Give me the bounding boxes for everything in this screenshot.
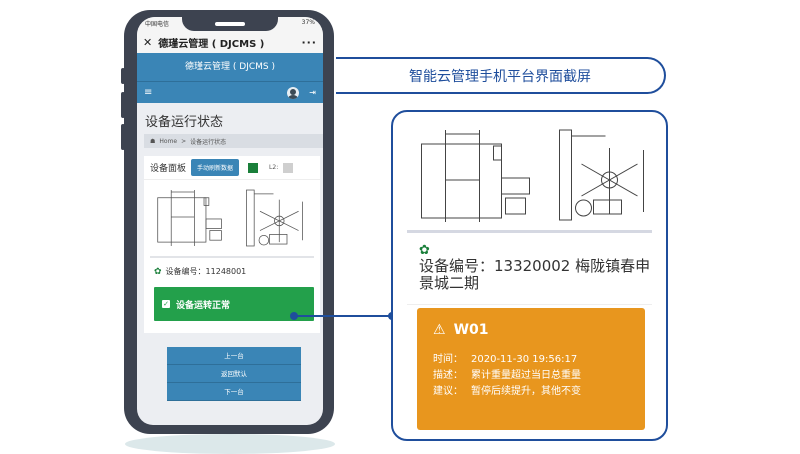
banner-title: 智能云管理手机平台界面截屏: [409, 68, 591, 85]
detail-device-id: ✿ 设备编号：13320002 梅陇镇春申景城二期: [393, 233, 666, 292]
breadcrumb: ☗ Home > 设备运行状态: [144, 134, 323, 148]
device-id: ✿ 设备编号：11248001: [144, 258, 320, 285]
equipment-drawing-large: [409, 124, 650, 224]
desc-value: 累计重量超过当日总重量: [471, 370, 581, 381]
equipment-drawing: [144, 180, 320, 256]
refresh-button[interactable]: 手动刷新数据: [191, 159, 240, 176]
l2-indicator: [283, 162, 294, 173]
phone-frame: 中国电信 37% ✕ 德瑾云管理 ( DJCMS ) ··· 德瑾云管理 ( D…: [121, 10, 334, 434]
app-nav-bar: ≡ ⇥: [137, 81, 323, 103]
status-badge: ✓ 设备运转正常: [154, 287, 314, 321]
panel-header: 设备面板 手动刷新数据 L2:: [144, 156, 320, 180]
reset-default-button[interactable]: 返回默认: [167, 365, 301, 383]
banner: 智能云管理手机平台界面截屏: [336, 57, 666, 94]
connector-line: [294, 315, 394, 317]
carrier-label: 中国电信: [145, 21, 170, 28]
wechat-title: 德瑾云管理 ( DJCMS ): [158, 38, 265, 50]
menu-icon[interactable]: ≡: [144, 87, 153, 98]
device-panel: 设备面板 手动刷新数据 L2: ✿ 设备编号：11248001: [144, 156, 320, 333]
divider: [407, 304, 652, 305]
warning-card: ⚠ W01 时间： 2020-11-30 19:56:17 描述： 累计重量超过当日…: [417, 308, 645, 430]
warning-icon: ⚠: [433, 322, 446, 338]
detail-card: ✿ 设备编号：13320002 梅陇镇春申景城二期 ⚠ W01 时间： 2020-…: [391, 110, 668, 441]
home-icon: ☗: [150, 137, 156, 145]
close-icon[interactable]: ✕: [143, 35, 153, 49]
battery-label: 37%: [301, 19, 315, 26]
device-id-text: 设备编号：11248001: [165, 267, 247, 276]
page-title: 设备运行状态: [145, 115, 224, 130]
avatar-icon[interactable]: [287, 86, 300, 99]
breadcrumb-separator: >: [181, 137, 187, 145]
divider: [150, 256, 314, 258]
phone-shadow: [125, 434, 335, 454]
l1-indicator: [248, 162, 259, 173]
l2-label: L2:: [269, 164, 279, 171]
panel-label: 设备面板: [150, 164, 187, 174]
next-device-button[interactable]: 下一台: [167, 383, 301, 401]
gear-icon: ✿: [419, 243, 430, 258]
detail-device-id-text: 设备编号：13320002 梅陇镇春申景城二期: [419, 257, 651, 292]
phone-notch: [182, 17, 278, 31]
phone-side-button: [121, 124, 125, 150]
gear-icon: ✿: [154, 266, 162, 277]
phone-screen: 中国电信 37% ✕ 德瑾云管理 ( DJCMS ) ··· 德瑾云管理 ( D…: [137, 17, 323, 425]
desc-label: 描述：: [433, 370, 463, 381]
wechat-title-bar: ✕ 德瑾云管理 ( DJCMS ) ···: [137, 31, 323, 53]
status-text: 设备运转正常: [176, 300, 231, 311]
phone-side-button: [121, 68, 125, 84]
app-header: 德瑾云管理 ( DJCMS ): [137, 53, 323, 81]
warning-title: ⚠ W01: [433, 322, 645, 338]
logout-icon[interactable]: ⇥: [309, 88, 316, 97]
breadcrumb-home[interactable]: Home: [159, 137, 178, 145]
warning-details: 时间： 2020-11-30 19:56:17 描述： 累计重量超过当日总重量 建议…: [433, 352, 645, 400]
time-label: 时间：: [433, 354, 463, 365]
breadcrumb-current: 设备运行状态: [190, 138, 227, 146]
advice-value: 暂停后续提升，其他不变: [471, 386, 581, 397]
phone-side-button: [121, 92, 125, 118]
device-nav-buttons: 上一台 返回默认 下一台: [167, 347, 301, 401]
checkbox-icon: ✓: [162, 300, 170, 308]
warning-code: W01: [453, 322, 489, 338]
advice-label: 建议：: [433, 386, 463, 397]
more-icon[interactable]: ···: [301, 35, 317, 49]
prev-device-button[interactable]: 上一台: [167, 347, 301, 365]
time-value: 2020-11-30 19:56:17: [471, 354, 578, 365]
connector-dot: [290, 312, 298, 320]
divider: [407, 230, 652, 233]
